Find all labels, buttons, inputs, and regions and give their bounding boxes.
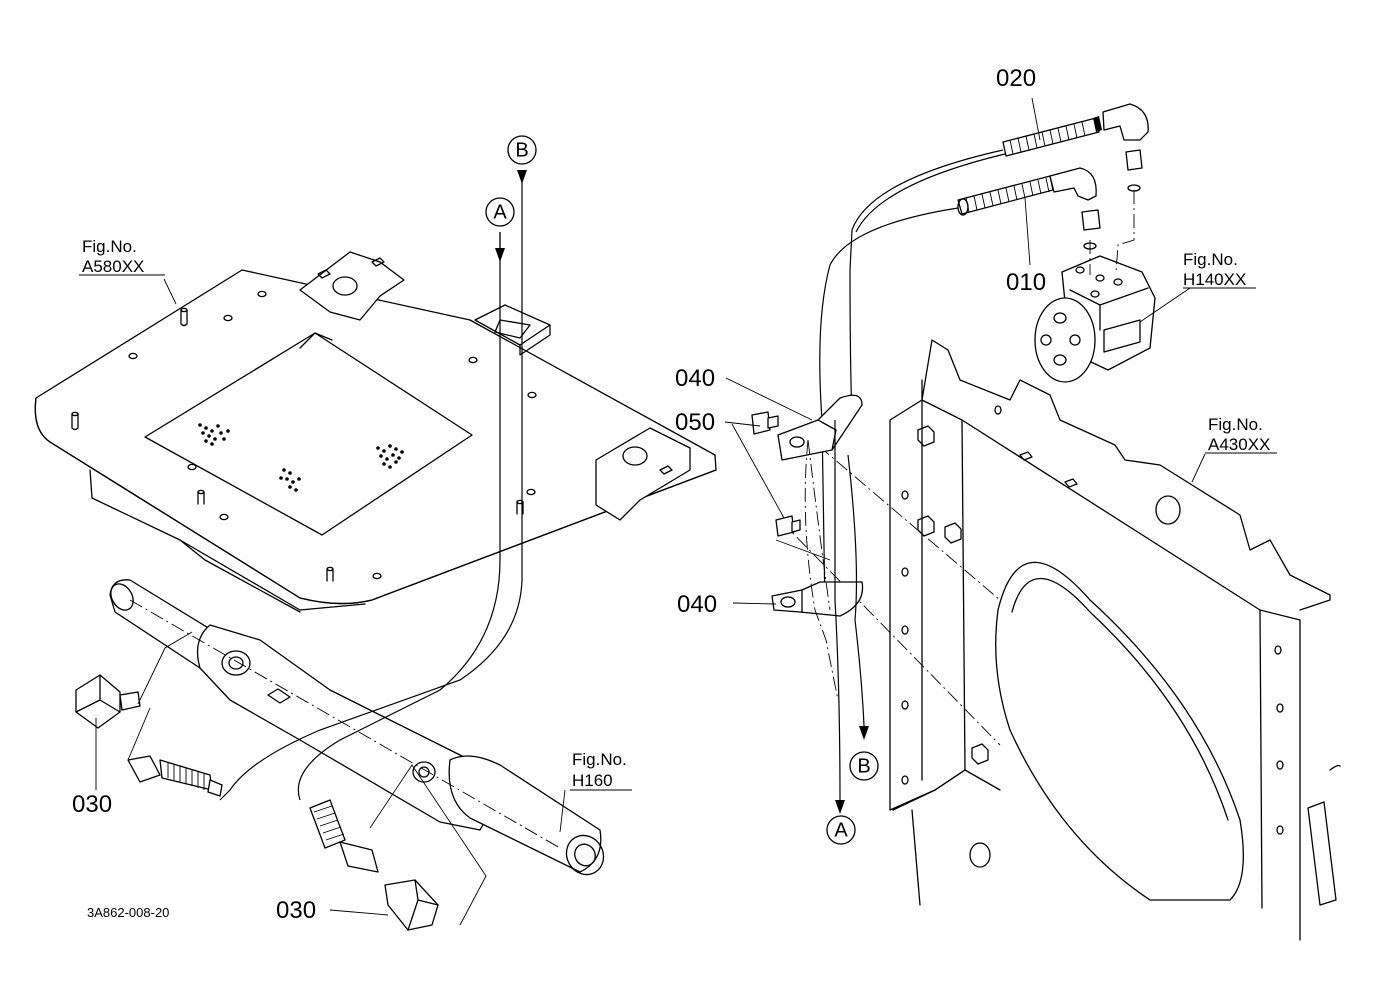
fig-h140-caption: Fig.No. [1183, 250, 1238, 269]
callout-010: 010 [1006, 269, 1046, 296]
fig-h160-caption: Fig.No. [572, 750, 627, 769]
hose-routing-lines [219, 170, 869, 814]
floor-plate-assembly [34, 251, 717, 613]
steering-unit [1034, 190, 1156, 383]
part-040-bottom-clamp [771, 581, 864, 617]
part-020-hose [849, 103, 1149, 421]
part-050-bolts [751, 411, 831, 561]
callout-050: 050 [675, 409, 715, 436]
connector-b-bottom-label: B [857, 755, 870, 777]
fig-a580-caption: Fig.No. [82, 237, 137, 256]
callout-040-bottom: 040 [677, 591, 717, 618]
connector-b-top-label: B [515, 139, 528, 161]
connector-b-bottom: B [849, 751, 879, 781]
connector-a-top-label: A [493, 201, 507, 223]
perforation-pattern [198, 423, 404, 492]
connector-b-top: B [507, 135, 537, 165]
connector-a-top: A [485, 197, 515, 227]
part-030-bottom-fitting [309, 799, 439, 931]
callout-040-top: 040 [675, 365, 715, 392]
callout-030-bottom: 030 [276, 897, 316, 924]
radiator-frame [779, 339, 1341, 941]
leader-lines [79, 97, 1277, 926]
fig-a430-caption: Fig.No. [1208, 415, 1263, 434]
power-steering-cylinder [109, 579, 605, 876]
part-040-top-clamp [777, 394, 863, 461]
connector-a-bottom-label: A [834, 819, 848, 841]
fig-h160-code: H160 [572, 771, 613, 790]
fig-a580-code: A580XX [82, 257, 144, 276]
callout-030-left: 030 [72, 791, 112, 818]
connector-a-bottom: A [826, 815, 856, 845]
fig-h140-code: H140XX [1183, 270, 1246, 289]
drawing-number: 3A862-008-20 [87, 905, 169, 920]
part-030-left-fitting [75, 674, 223, 797]
fig-a430-code: A430XX [1208, 435, 1270, 454]
callout-020: 020 [996, 65, 1036, 92]
